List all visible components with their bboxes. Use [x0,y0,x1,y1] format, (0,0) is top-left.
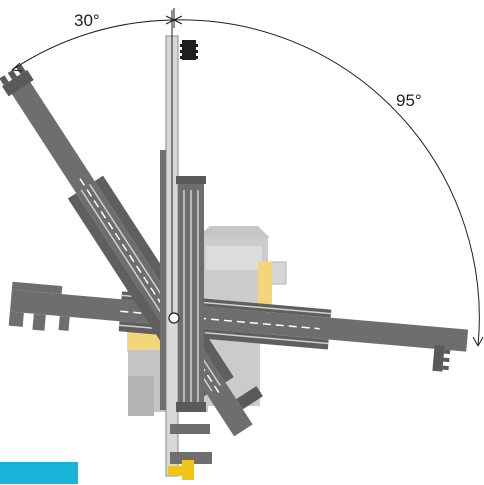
boom-95-right-fin-1 [443,349,451,355]
boom-95-clamp-3 [58,316,70,331]
centralizer-2 [170,452,212,464]
boom-95-right-head [432,344,445,372]
pivot-circle-icon [168,312,180,324]
angle-label-left: 30° [74,11,100,30]
angle-label-right: 95° [396,91,422,110]
boom-position-vertical [160,10,212,480]
carrier-roof [196,226,270,238]
carrier-cab-window [206,246,262,270]
left-arc-arrow-end [11,62,23,72]
rotation-unit-fin-3 [180,56,198,59]
boom-95-main [9,289,469,352]
carrier-mirror [269,261,287,285]
left-arc [11,19,175,71]
rotation-unit-fin-1 [180,44,198,47]
boom-95-clamp-1 [8,311,24,327]
carrier-yellow-right [258,262,272,306]
left-arc-arrow-start [165,15,175,25]
carrier-track [128,376,154,416]
boom-30-head-fin-3 [16,64,26,75]
drill-bit-tip [168,466,182,476]
boom-30-foot [236,386,263,410]
feed-bottom-cap [176,402,206,412]
feed-top-cap [176,176,206,184]
boom-30-head-fin-1 [0,75,9,86]
centralizer-1 [170,424,210,434]
boom-30-head [2,69,34,97]
angle-arcs [11,8,484,347]
boom-95-left-tip [11,281,63,295]
boom-30-centerline [79,178,223,398]
boom-30-head-fin-2 [7,69,18,80]
boom-95-right-fin-3 [442,365,449,371]
right-arc-arrow-start [173,15,183,25]
right-arc [173,19,480,347]
drill-bit-yellow [182,460,194,480]
right-arc-arrow-end [472,336,484,347]
accent-bar [0,462,78,484]
rotation-unit-fin-2 [180,50,198,53]
boom-95-right-fin-2 [443,357,450,363]
mast-dark-rail [160,150,166,410]
boom-95-clamp-2 [32,313,46,331]
